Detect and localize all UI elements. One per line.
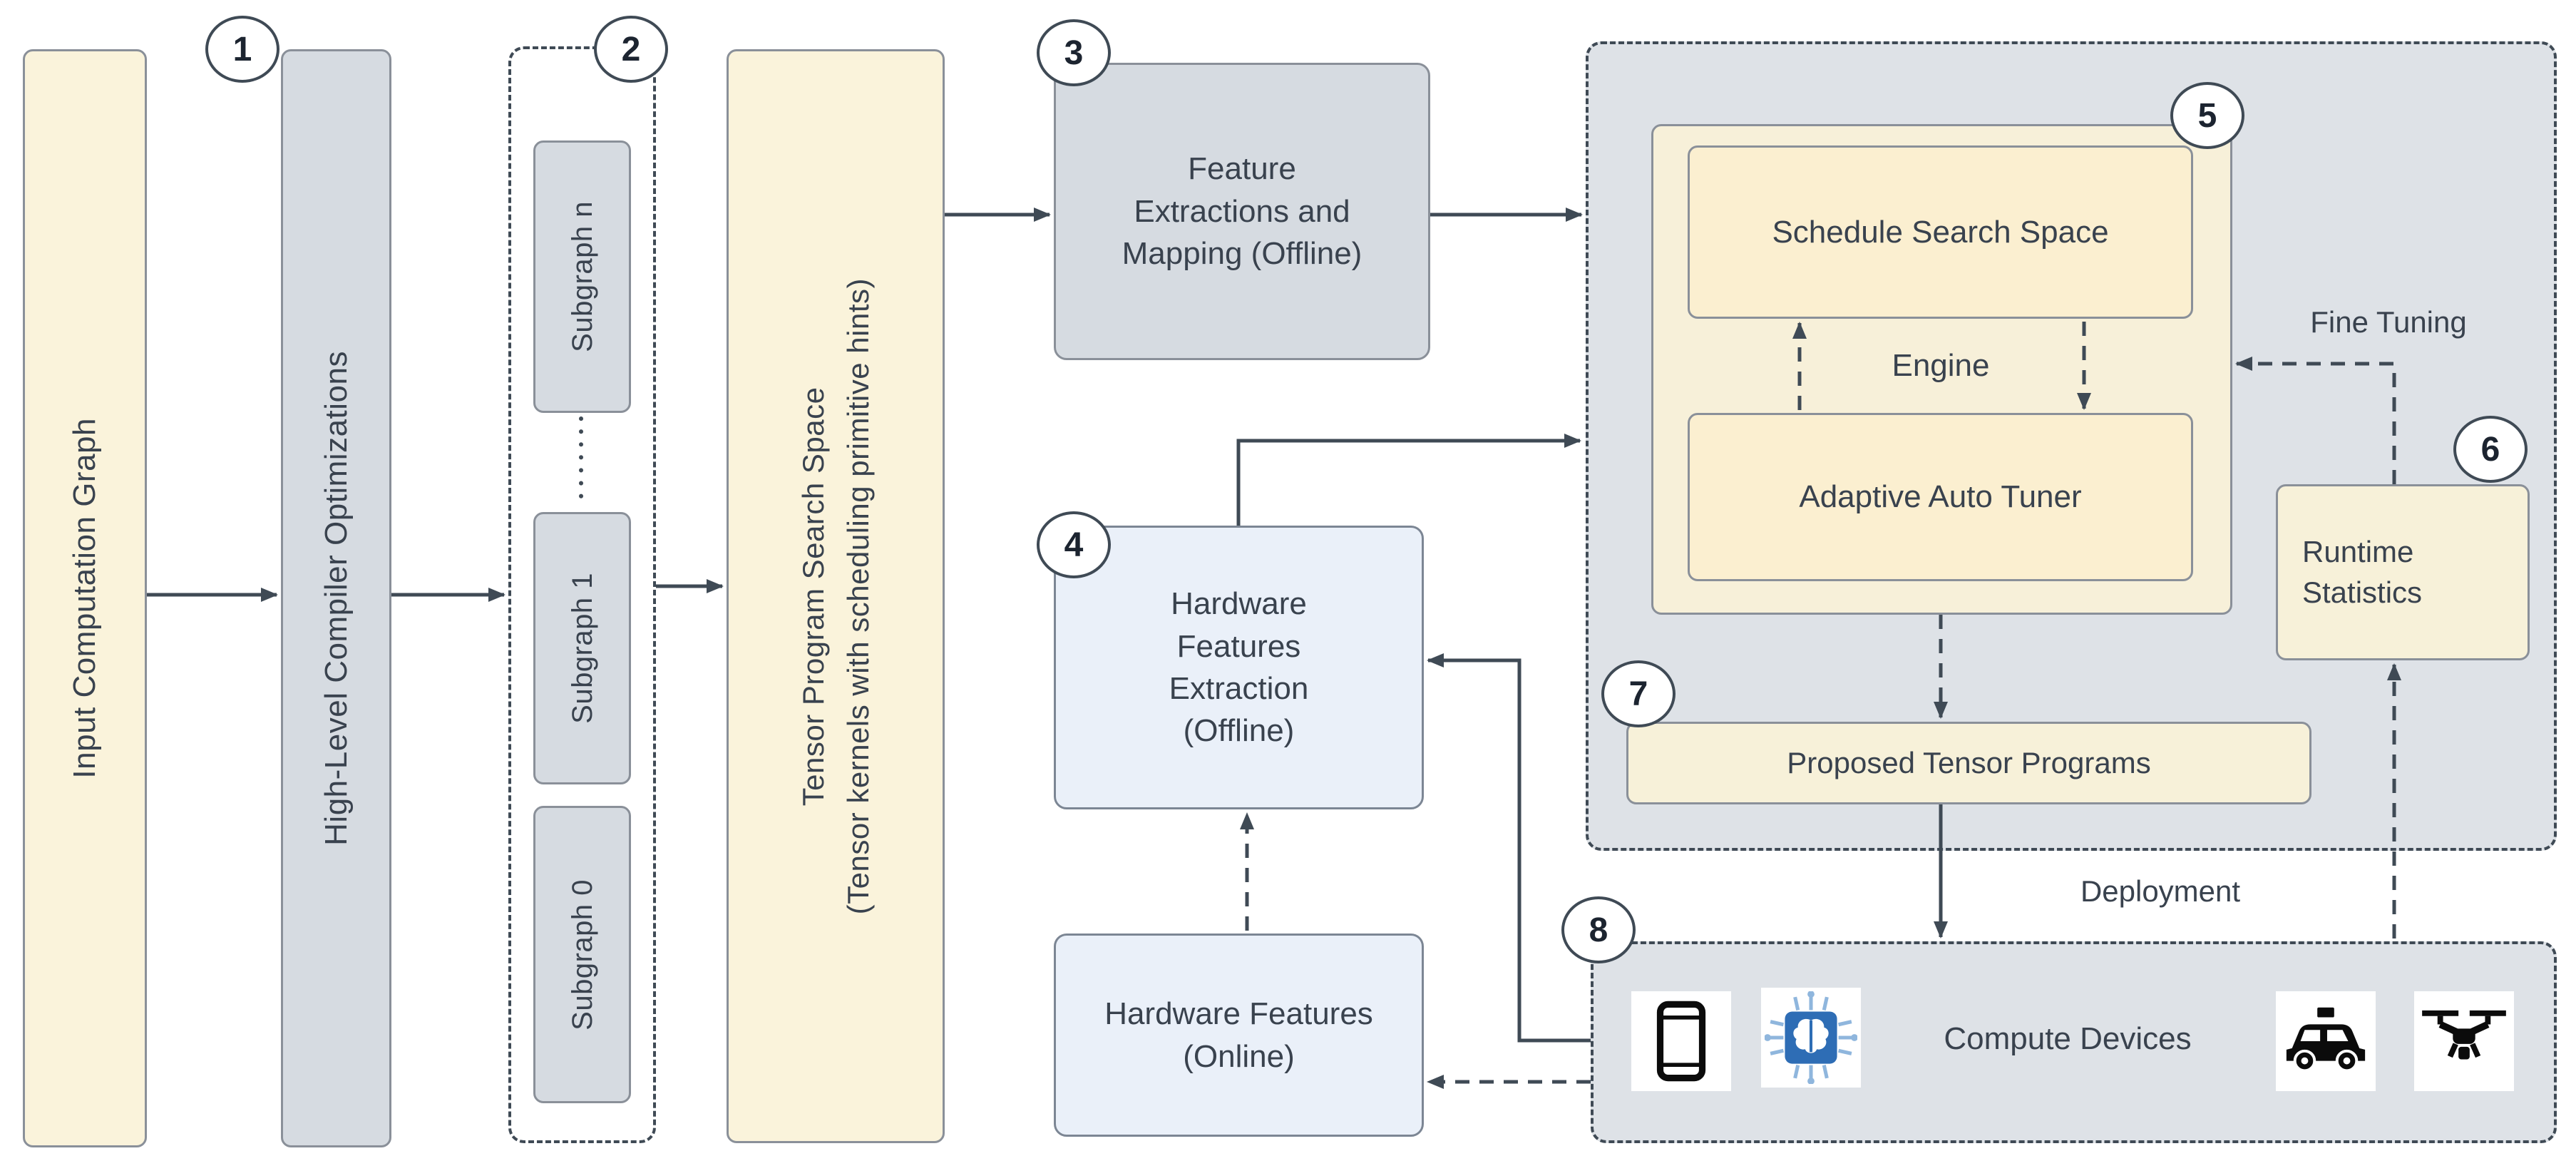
engine-label: Engine <box>1892 348 1990 383</box>
node-adaptive-auto-tuner: Adaptive Auto Tuner <box>1688 413 2193 581</box>
fine-tuning-label: Fine Tuning <box>2310 305 2467 339</box>
tablet-icon <box>1631 991 1731 1091</box>
node-input-computation-graph: Input Computation Graph <box>23 49 147 1147</box>
node-high-level-compiler-optimizations: High-Level Compiler Optimizations <box>281 49 391 1147</box>
compute-devices-container <box>1591 941 2557 1143</box>
node-runtime-statistics: Runtime Statistics <box>2276 484 2530 660</box>
node-label: Hardware Features (Online) <box>1104 996 1373 1074</box>
node-label: Subgraph 0 <box>566 879 598 1030</box>
step-badge-2: 2 <box>594 16 668 83</box>
step-badge-8: 8 <box>1561 896 1636 963</box>
step-badge-3: 3 <box>1037 19 1111 86</box>
node-label: Feature Extractions and Mapping (Offline… <box>1122 151 1363 272</box>
step-badge-5: 5 <box>2170 82 2244 149</box>
deployment-label: Deployment <box>2080 874 2241 908</box>
subgraphs-container <box>508 46 656 1143</box>
node-label: High-Level Compiler Optimizations <box>318 351 354 846</box>
taxi-icon <box>2276 991 2376 1091</box>
node-subgraph-1: Subgraph 1 <box>533 512 631 784</box>
node-label: Hardware Features Extraction (Offline) <box>1169 586 1309 749</box>
node-label: Schedule Search Space <box>1772 214 2109 250</box>
taxi-icon-svg <box>2286 1007 2366 1073</box>
tablet-icon-svg <box>1656 1001 1706 1082</box>
step-badge-7: 7 <box>1601 660 1676 727</box>
node-proposed-tensor-programs: Proposed Tensor Programs <box>1626 722 2311 804</box>
ai-chip-icon <box>1761 988 1861 1088</box>
node-feature-extractions-mapping: Feature Extractions and Mapping (Offline… <box>1054 63 1430 360</box>
node-label: Input Computation Graph <box>67 418 102 779</box>
node-hardware-features-online: Hardware Features (Online) <box>1054 934 1424 1137</box>
node-label: Proposed Tensor Programs <box>1787 746 2151 779</box>
node-label: Adaptive Auto Tuner <box>1799 479 2082 514</box>
node-hardware-features-extraction: Hardware Features Extraction (Offline) <box>1054 526 1424 809</box>
node-label: Runtime Statistics <box>2302 534 2423 609</box>
node-label: Subgraph 1 <box>566 573 598 724</box>
step-badge-4: 4 <box>1037 511 1111 578</box>
compute-devices-label: Compute Devices <box>1944 1021 2192 1056</box>
arrow-devices-to-hw-extraction <box>1427 653 1591 1043</box>
drone-icon <box>2414 991 2514 1091</box>
step-badge-6: 6 <box>2453 416 2528 483</box>
drone-icon-svg <box>2422 1010 2506 1060</box>
step-badge-1: 1 <box>205 16 279 83</box>
node-tensor-program-search-space: Tensor Program Search Space (Tensor kern… <box>727 49 945 1143</box>
node-label: Subgraph n <box>566 201 598 352</box>
node-schedule-search-space: Schedule Search Space <box>1688 145 2193 319</box>
node-subgraph-n: Subgraph n <box>533 140 631 413</box>
node-label: Tensor Program Search Space (Tensor kern… <box>796 277 875 915</box>
node-subgraph-0: Subgraph 0 <box>533 806 631 1103</box>
ai-chip-icon-svg <box>1765 991 1857 1084</box>
arrow-hw-extraction-to-engine-panel <box>1236 434 1581 526</box>
